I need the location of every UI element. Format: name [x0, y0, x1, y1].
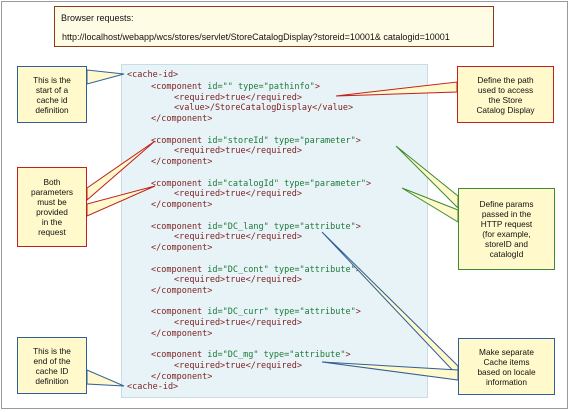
component-storeid-open: <component id="storeId" type="parameter"… — [151, 136, 361, 146]
component-dc-lang-open: <component id="DC_lang" type="attribute"… — [151, 222, 361, 232]
component-dc-mg-open: <component id="DC_mg" type="attribute"> — [151, 350, 351, 360]
component-storeid-required: <required>true</required> — [174, 146, 302, 156]
component-dc-lang-required: <required>true</required> — [174, 232, 302, 242]
browser-request-box: Browser requests: http://localhost/webap… — [54, 6, 494, 47]
note-separate-cache: Make separate Cache items based on local… — [458, 338, 555, 395]
component-dc-lang-close: </component> — [151, 243, 213, 253]
end-callout-arrow — [86, 369, 125, 387]
note-start-cache-id: This is the start of a cache id definiti… — [17, 66, 87, 123]
component-pathinfo-close: </component> — [151, 114, 213, 124]
separate-cache-callout-arrow-1 — [321, 231, 459, 378]
request-title: Browser requests: — [61, 13, 134, 23]
component-dc-cont-required: <required>true</required> — [174, 275, 302, 285]
start-callout-arrow — [86, 69, 125, 85]
component-pathinfo-value: <value>/StoreCatalogDisplay</value> — [174, 103, 354, 113]
cache-id-close-tag: <cache-id> — [127, 382, 179, 392]
component-pathinfo-required: <required>true</required> — [174, 93, 302, 103]
component-dc-cont-close: </component> — [151, 286, 213, 296]
both-params-callout-arrow-2 — [86, 185, 156, 217]
component-catalogid-required: <required>true</required> — [174, 189, 302, 199]
component-dc-mg-required: <required>true</required> — [174, 361, 302, 371]
define-params-callout-arrow-2 — [401, 187, 459, 223]
cache-id-open-tag: <cache-id> — [127, 70, 179, 80]
component-catalogid-close: </component> — [151, 200, 213, 210]
separate-cache-callout-arrow-2 — [321, 361, 459, 381]
note-define-params: Define params passed in the HTTP request… — [458, 188, 555, 270]
component-pathinfo-open: <component id="" type="pathinfo"> — [151, 82, 320, 92]
both-params-callout-arrow-1 — [86, 140, 156, 202]
component-dc-curr-open: <component id="DC_curr" type="attribute"… — [151, 307, 361, 317]
note-both-parameters: Both parameters must be provided in the … — [17, 167, 87, 247]
request-url: http://localhost/webapp/wcs/stores/servl… — [62, 32, 450, 42]
component-dc-curr-required: <required>true</required> — [174, 318, 302, 328]
component-dc-mg-close: </component> — [151, 372, 213, 382]
code-panel — [121, 64, 428, 398]
component-catalogid-open: <component id="catalogId" type="paramete… — [151, 179, 372, 189]
define-path-callout-arrow — [335, 81, 458, 97]
component-dc-curr-close: </component> — [151, 329, 213, 339]
note-define-path: Define the path used to access the Store… — [457, 66, 554, 123]
define-params-callout-arrow-1 — [395, 145, 459, 210]
note-end-cache-id: This is the end of the cache ID definiti… — [17, 337, 87, 394]
component-storeid-close: </component> — [151, 157, 213, 167]
